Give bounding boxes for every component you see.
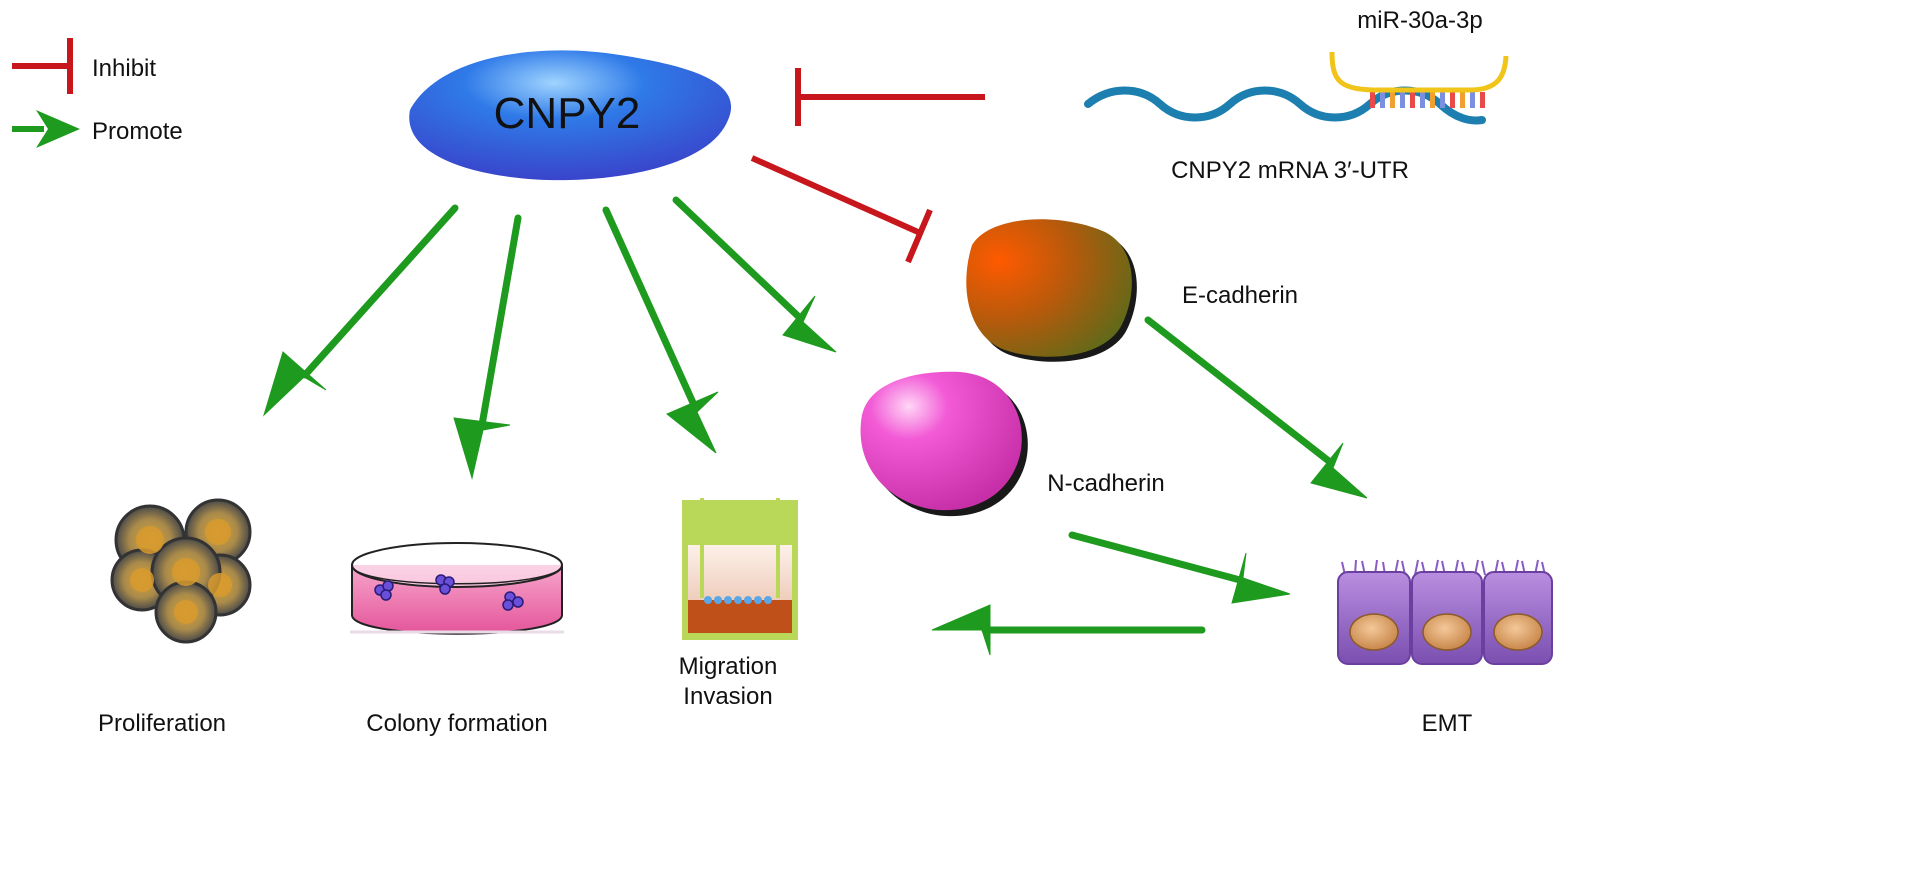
ecadherin-label: E-cadherin xyxy=(1182,282,1298,309)
cnpy2-node: CNPY2 xyxy=(409,50,732,181)
proliferation-illustration xyxy=(110,498,252,644)
mirna-label: miR-30a-3p xyxy=(1357,7,1482,34)
mirna-strand xyxy=(1329,51,1509,93)
mrna-label: CNPY2 mRNA 3′-UTR xyxy=(1171,157,1409,184)
promote-arrows xyxy=(262,196,1368,656)
invasion-label: Invasion xyxy=(683,683,772,710)
transwell-illustration xyxy=(682,498,798,640)
emt-label: EMT xyxy=(1422,710,1473,737)
legend-inhibit-label: Inhibit xyxy=(92,55,156,82)
colony-label: Colony formation xyxy=(366,710,547,737)
colony-dish-illustration xyxy=(350,542,564,635)
ncadherin-label: N-cadherin xyxy=(1047,470,1164,497)
legend-inhibit-symbol xyxy=(12,38,73,94)
legend-promote-symbol xyxy=(12,110,80,148)
inhibit-cnpy2-to-ecadherin xyxy=(750,155,933,264)
inhibit-mirna-to-cnpy2 xyxy=(795,68,985,126)
arrow-ncadherin-to-emt xyxy=(1068,531,1291,604)
arrow-emt-to-migration xyxy=(931,604,1206,656)
arrow-ecadherin-to-emt xyxy=(1144,316,1368,499)
migration-label: Migration xyxy=(679,653,778,680)
legend: Inhibit Promote xyxy=(12,38,183,148)
arrow-cnpy2-to-migration xyxy=(602,206,719,454)
legend-promote-label: Promote xyxy=(92,118,183,145)
proliferation-label: Proliferation xyxy=(98,710,226,737)
cnpy2-label: CNPY2 xyxy=(494,89,641,138)
ecadherin-node: E-cadherin xyxy=(966,219,1298,362)
mrna-strand xyxy=(1084,86,1486,125)
arrow-cnpy2-to-colony xyxy=(453,214,522,480)
ncadherin-node: N-cadherin xyxy=(860,371,1165,517)
arrow-cnpy2-to-ncadherin xyxy=(672,196,837,353)
base-pairs xyxy=(1370,92,1485,108)
mirna-mrna-complex: miR-30a-3p CNPY2 mRNA 3′-UTR xyxy=(1084,7,1509,184)
emt-cells-illustration xyxy=(1337,559,1553,665)
arrow-cnpy2-to-proliferation xyxy=(262,204,459,417)
